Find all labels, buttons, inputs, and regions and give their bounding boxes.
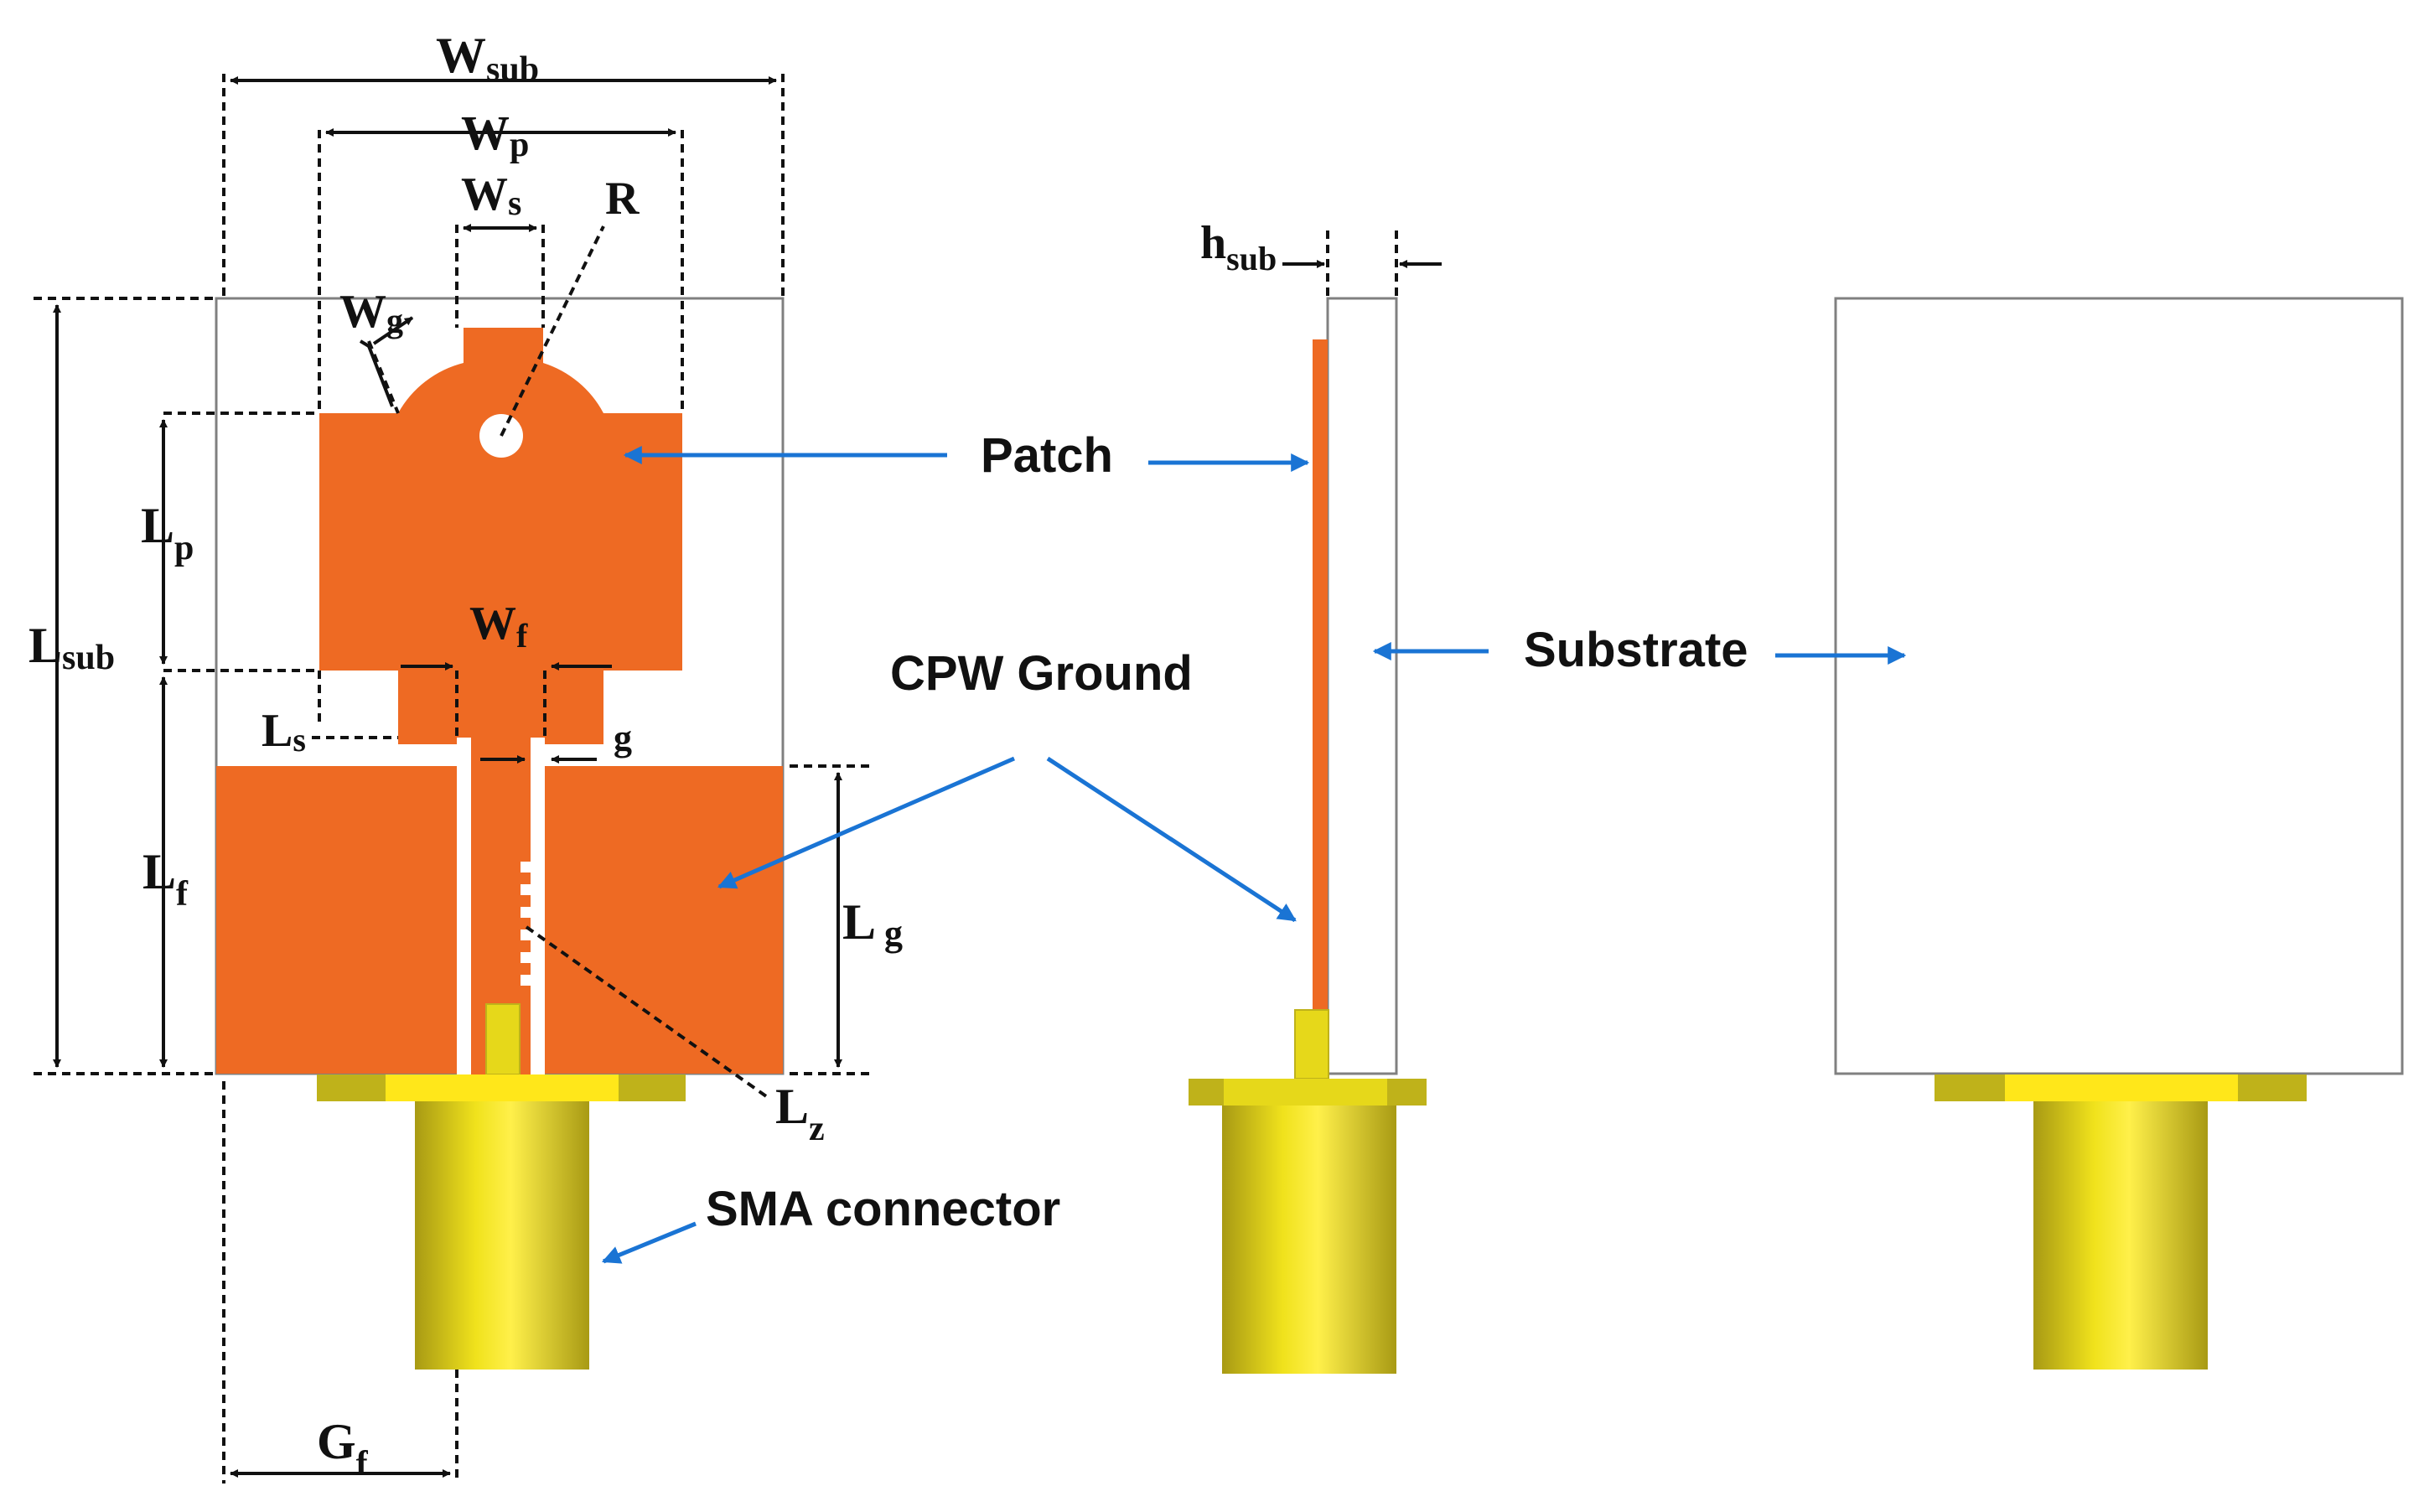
callout-substrate: Substrate xyxy=(1524,623,1748,677)
front-dimension-labels: Wsub Wp Ws R Wg Lp Lsub Wf Ls xyxy=(28,28,903,1484)
label-wsub: Wsub xyxy=(436,28,539,89)
side-substrate xyxy=(1326,297,1398,1075)
front-sma-connector xyxy=(317,1074,686,1370)
cpw-gap-right xyxy=(531,738,545,1074)
label-wp: Wp xyxy=(461,106,529,164)
cpw-gap-left xyxy=(457,738,471,1074)
side-patch-layer xyxy=(1313,339,1328,1010)
callout-patch: Patch xyxy=(981,428,1113,483)
label-ws: Ws xyxy=(461,168,521,223)
back-sma-connector xyxy=(1935,1074,2307,1370)
callout-sma-connector: SMA connector xyxy=(706,1182,1060,1236)
side-connector-pin xyxy=(1294,1009,1329,1080)
front-view: Wsub Wp Ws R Wg Lp Lsub Wf Ls xyxy=(28,28,903,1484)
label-lp: Lp xyxy=(141,498,194,567)
side-view: hsub xyxy=(1189,217,1442,1374)
label-hsub: hsub xyxy=(1200,217,1277,277)
side-hsub-guides xyxy=(1282,230,1442,298)
front-dimension-arrows xyxy=(53,76,842,1478)
front-connector-pin xyxy=(485,1003,521,1075)
label-gf: Gf xyxy=(317,1414,369,1484)
zigzag-notches xyxy=(521,862,532,986)
label-lz: Lz xyxy=(775,1079,825,1148)
label-g: g xyxy=(614,717,632,759)
radiating-patch xyxy=(319,328,682,671)
label-lsub: Lsub xyxy=(28,618,115,677)
side-sma-connector xyxy=(1189,1079,1427,1374)
label-wg: Wg xyxy=(339,286,403,339)
back-view xyxy=(1834,297,2404,1370)
label-r: R xyxy=(605,173,640,225)
callout-arrows xyxy=(601,446,1907,1264)
label-wf: Wf xyxy=(469,598,528,655)
callout-cpw-ground: CPW Ground xyxy=(890,646,1193,701)
back-substrate xyxy=(1834,297,2404,1075)
front-dashed-guides xyxy=(34,74,872,1484)
label-ls: Ls xyxy=(262,705,306,759)
label-lf: Lf xyxy=(142,844,189,914)
